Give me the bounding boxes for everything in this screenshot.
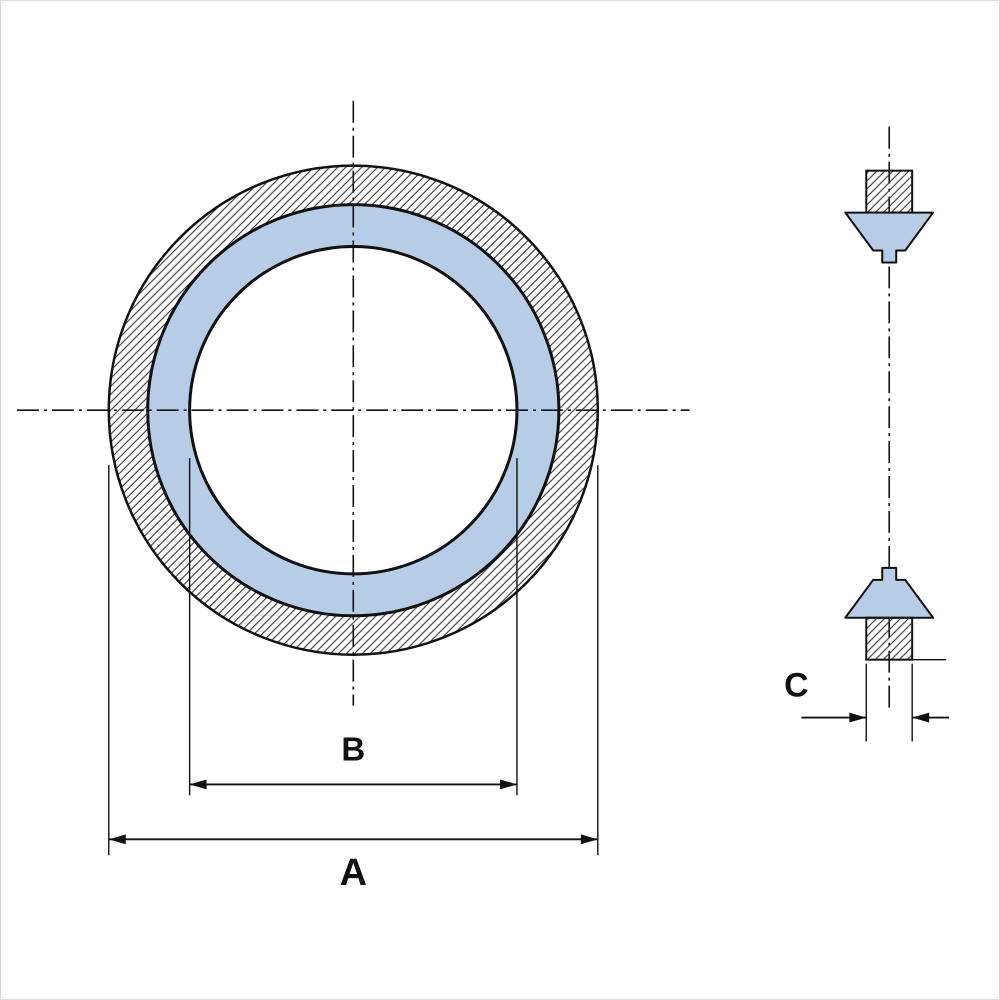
rubber-section-top [844, 211, 935, 264]
metal-section-bottom [865, 616, 914, 661]
arrow-right-icon [580, 834, 598, 845]
front-view [16, 100, 690, 706]
arrow-left-icon [912, 712, 930, 723]
arrow-left-icon [108, 834, 126, 845]
metal-section-top [865, 169, 914, 214]
dimension-c-label: C [784, 667, 809, 705]
dimension-a: A [108, 465, 599, 894]
dimension-b-label: B [341, 730, 365, 767]
side-view [844, 126, 935, 712]
dimension-b: B [188, 458, 518, 796]
side-view-bottom-section [844, 566, 935, 661]
dimension-c: C [784, 658, 950, 742]
arrow-right-icon [849, 712, 867, 723]
rubber-section-bottom [844, 566, 935, 619]
arrow-left-icon [189, 779, 207, 790]
side-view-top-section [844, 169, 935, 264]
arrow-right-icon [500, 779, 517, 790]
dimension-a-label: A [340, 852, 367, 894]
